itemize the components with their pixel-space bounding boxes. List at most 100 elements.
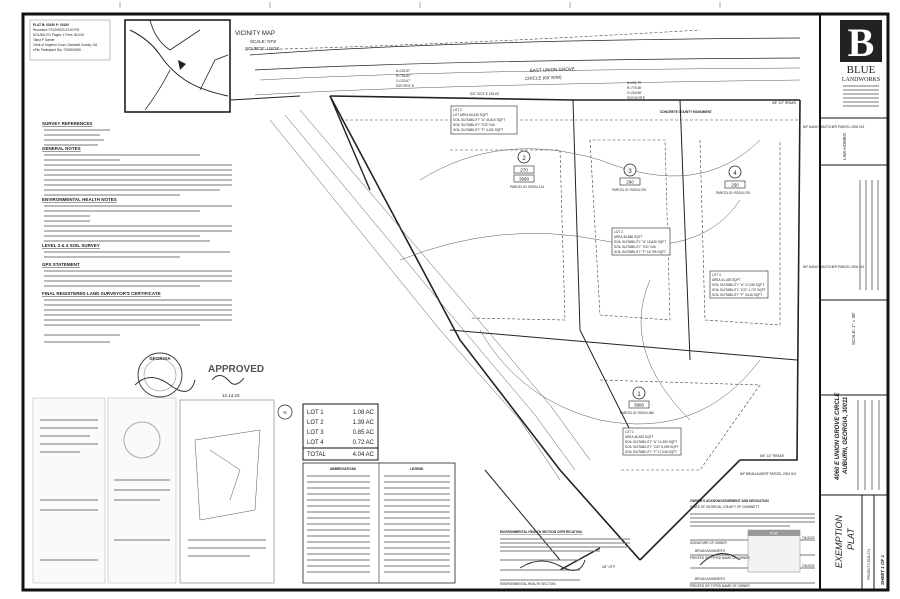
curve-data: A=204.79' bbox=[627, 81, 642, 85]
lot-label-2: 2 270 3990 PARCEL ID: R2004-124 bbox=[510, 150, 544, 189]
lot-soil-box-2: LOT 2 LOT AREA 60,625 SQFT SOIL SUITABIL… bbox=[450, 105, 518, 135]
parcel-id: PARCEL ID: R2004-076 bbox=[716, 191, 750, 195]
lot-address-number: 3980 bbox=[634, 403, 645, 408]
site-city: AUBURN, GEORGIA, 30011 bbox=[843, 396, 849, 475]
curve-data: C=204.58' bbox=[627, 91, 642, 95]
soil-line: SOIL SUITABILITY "F" 18,796 SQFT bbox=[614, 250, 666, 254]
signature-label: ENVIRONMENTAL HEALTH SECTION bbox=[500, 582, 556, 586]
north-label: N bbox=[283, 410, 286, 415]
lot-label-3: 3 260 PARCEL ID: R2004-075 bbox=[612, 163, 646, 192]
north-arrow: N bbox=[277, 404, 293, 420]
company-name: BLUE bbox=[847, 64, 876, 76]
total-label: TOTAL bbox=[307, 452, 326, 458]
legend-title: LEGEND bbox=[410, 467, 424, 471]
surveyor-signature bbox=[134, 377, 196, 392]
soil-line: SOIL SUITABILITY "A" 15,826 SQFT bbox=[614, 240, 666, 244]
environmental-health-certification: ENVIRONMENTAL HEALTH SECTION CERTIFICATI… bbox=[500, 530, 630, 586]
sticker-title: PLAT bbox=[770, 532, 778, 536]
printed-name-label: PRINTED OR TYPED NAME OF OWNER bbox=[690, 584, 750, 588]
notes-heading: SURVEY REFERENCES bbox=[42, 121, 92, 126]
plat-type: EXEMPTION bbox=[834, 514, 844, 568]
signature-label: SIGNATURE OF OWNER bbox=[690, 541, 727, 545]
road-width: CIRCLE (60' R/W) bbox=[525, 75, 562, 81]
lot-name: LOT 4 bbox=[307, 440, 324, 446]
abbreviations-legend: ABBREVIATIONS LEGEND bbox=[302, 462, 456, 584]
vicinity-map-title: VICINITY MAP bbox=[235, 31, 275, 37]
parcel-id: PARCEL ID: R2004-075 bbox=[612, 188, 646, 192]
lot-label-1: 1 3980 PARCEL ID: R2004-060 bbox=[620, 386, 654, 415]
soil-line: LOT 2 bbox=[453, 108, 462, 112]
soil-line: SOIL SUITABILITY "A" 17,046 SQFT bbox=[712, 283, 764, 287]
sheet-border bbox=[21, 12, 890, 592]
lot-address-number: 270 bbox=[520, 168, 528, 173]
lot-soil-box-3: LOT 3 AREA 36,866 SQFT SOIL SUITABILITY … bbox=[611, 227, 671, 256]
soil-line: LOT AREA 60,625 SQFT bbox=[453, 113, 488, 117]
lot-address-number: 3990 bbox=[519, 177, 530, 182]
cert-title: ENVIRONMENTAL HEALTH SECTION CERTIFICATI… bbox=[500, 530, 582, 534]
adjoiner-label: N/F NANCY MUTCHER PARCEL 2004 001 bbox=[803, 125, 865, 129]
curve-data: C=132.67' bbox=[396, 79, 411, 83]
adjoiner-label: N/F BRIAN ALBERT PARCEL 2004 001 bbox=[740, 472, 796, 476]
sheet-number: SHEET 1 OF 1 bbox=[880, 554, 885, 585]
soil-line: LOT 4 bbox=[712, 273, 721, 277]
lot-soil-box-4: LOT 4 AREA 31,425 SQFT SOIL SUITABILITY … bbox=[709, 270, 769, 299]
site-location-marker bbox=[178, 60, 186, 70]
drawing-scale: SCALE: 1" = 30' bbox=[851, 313, 856, 345]
adjoiner-label: N/F NANCY MUTCHER PARCEL 2004 001 bbox=[803, 265, 865, 269]
survey-notes: SURVEY REFERENCES GENERAL NOTES ENVIRONM… bbox=[42, 121, 232, 343]
lot-area: 1.08 AC bbox=[353, 410, 375, 416]
soil-line: SOIL SUITABILITY "A" 44,810 SQFT bbox=[453, 118, 505, 122]
notes-heading: LEVEL 3 & 4 SOIL SURVEY bbox=[42, 243, 100, 248]
notes-heading: FINAL REGISTERED LAND SURVEYOR'S CERTIFI… bbox=[42, 291, 161, 296]
plat-thumbnail-2 bbox=[107, 397, 177, 584]
vicinity-map-label: VICINITY MAP SCALE: NTS SOURCE: USGS bbox=[235, 31, 280, 51]
pin-label: 3/4" OTP bbox=[602, 565, 615, 569]
lot-area: 0.72 AC bbox=[353, 440, 375, 446]
road-name: EAST UNION GROVE bbox=[530, 66, 575, 73]
plat-type: PLAT bbox=[846, 527, 856, 550]
soil-line: LOT 3 bbox=[614, 230, 623, 234]
curve-data: S30°25'01"E bbox=[396, 84, 414, 88]
soil-line: AREA 31,425 SQFT bbox=[712, 278, 741, 282]
company-name: LANDWORKS bbox=[842, 77, 880, 83]
soil-line: SOIL SUITABILITY "C/D" 1,737 SQFT bbox=[712, 288, 766, 292]
plat-thumbnail-3 bbox=[179, 399, 275, 584]
client-name: LIVA HOMES bbox=[842, 133, 847, 160]
lot-label-4: 4 250 PARCEL ID: R2004-076 bbox=[716, 165, 750, 195]
rebar-label: 5/8" 1/2" REBAR bbox=[772, 101, 797, 105]
health-signature bbox=[519, 559, 586, 571]
printed-name-label: PRINTED OR TYPED NAME OF OWNER bbox=[690, 556, 750, 560]
lot-soil-box-1: LOT 1 AREA 46,832 SQFT SOIL SUITABILITY … bbox=[622, 427, 682, 456]
recording-line: eFile Participant IDs: 7000000000 bbox=[33, 48, 81, 52]
parcel-id: PARCEL ID: R2004-124 bbox=[510, 185, 544, 189]
notes-heading: ENVIRONMENTAL HEALTH NOTES bbox=[42, 197, 117, 202]
surveyor-seal: GEORGIA bbox=[134, 352, 196, 398]
soil-line: SOIL SUITABILITY "F" 3,616 SQFT bbox=[712, 293, 762, 297]
recording-line: DOLAN1701 Pages: 1 Fees: $10.00 bbox=[33, 33, 84, 37]
recording-line: Tiana P Garner bbox=[33, 38, 56, 42]
company-logo bbox=[840, 20, 882, 62]
logo-letter: B bbox=[848, 20, 875, 65]
title-block: B BLUE LANDWORKS LIVA HOMES SCALE: 1" = … bbox=[820, 20, 888, 590]
sheet-grid-ticks bbox=[119, 2, 721, 8]
signature-date: 7/4/2023 bbox=[802, 564, 815, 568]
soil-line: SOIL SUITABILITY "A" 14,393 SQFT bbox=[625, 440, 677, 444]
approved-stamp-text: APPROVED bbox=[208, 364, 264, 375]
lot-name: LOT 3 bbox=[307, 430, 324, 436]
lot-number: 4 bbox=[733, 171, 737, 177]
lot-area: 1.39 AC bbox=[353, 420, 375, 426]
recording-line: Recorded: 07/30/2023 03:20 PM bbox=[33, 28, 79, 32]
lot-number: 1 bbox=[637, 392, 641, 398]
lot-area: 0.85 AC bbox=[353, 430, 375, 436]
lot-name: LOT 2 bbox=[307, 420, 324, 426]
cert-state: STATE OF GEORGIA, COUNTY OF GWINNETT bbox=[690, 505, 759, 509]
cert-title: OWNER'S ACKNOWLEDGEMENT AND DEDICATION bbox=[690, 499, 769, 503]
soil-line: AREA 36,866 SQFT bbox=[614, 235, 643, 239]
owner-signature bbox=[699, 553, 741, 566]
lot-address-number: 250 bbox=[731, 183, 739, 188]
curve-data: R=754.62' bbox=[396, 74, 411, 78]
front-property-line bbox=[329, 95, 800, 101]
curve-data: S24°41'09"E bbox=[627, 96, 645, 100]
recording-line: PLAT B: 00160 P: 00109 bbox=[33, 23, 69, 27]
